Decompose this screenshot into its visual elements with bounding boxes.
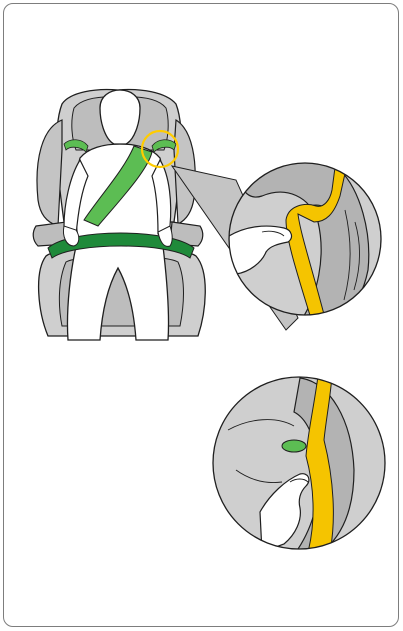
child-head: [100, 90, 140, 144]
closeup-detail-2: [210, 376, 390, 552]
belt-guide-closeup-2: [282, 440, 306, 452]
child-seat-scene: [33, 90, 205, 340]
closeup-detail-1: [225, 160, 385, 322]
side-wing-left: [37, 120, 62, 226]
